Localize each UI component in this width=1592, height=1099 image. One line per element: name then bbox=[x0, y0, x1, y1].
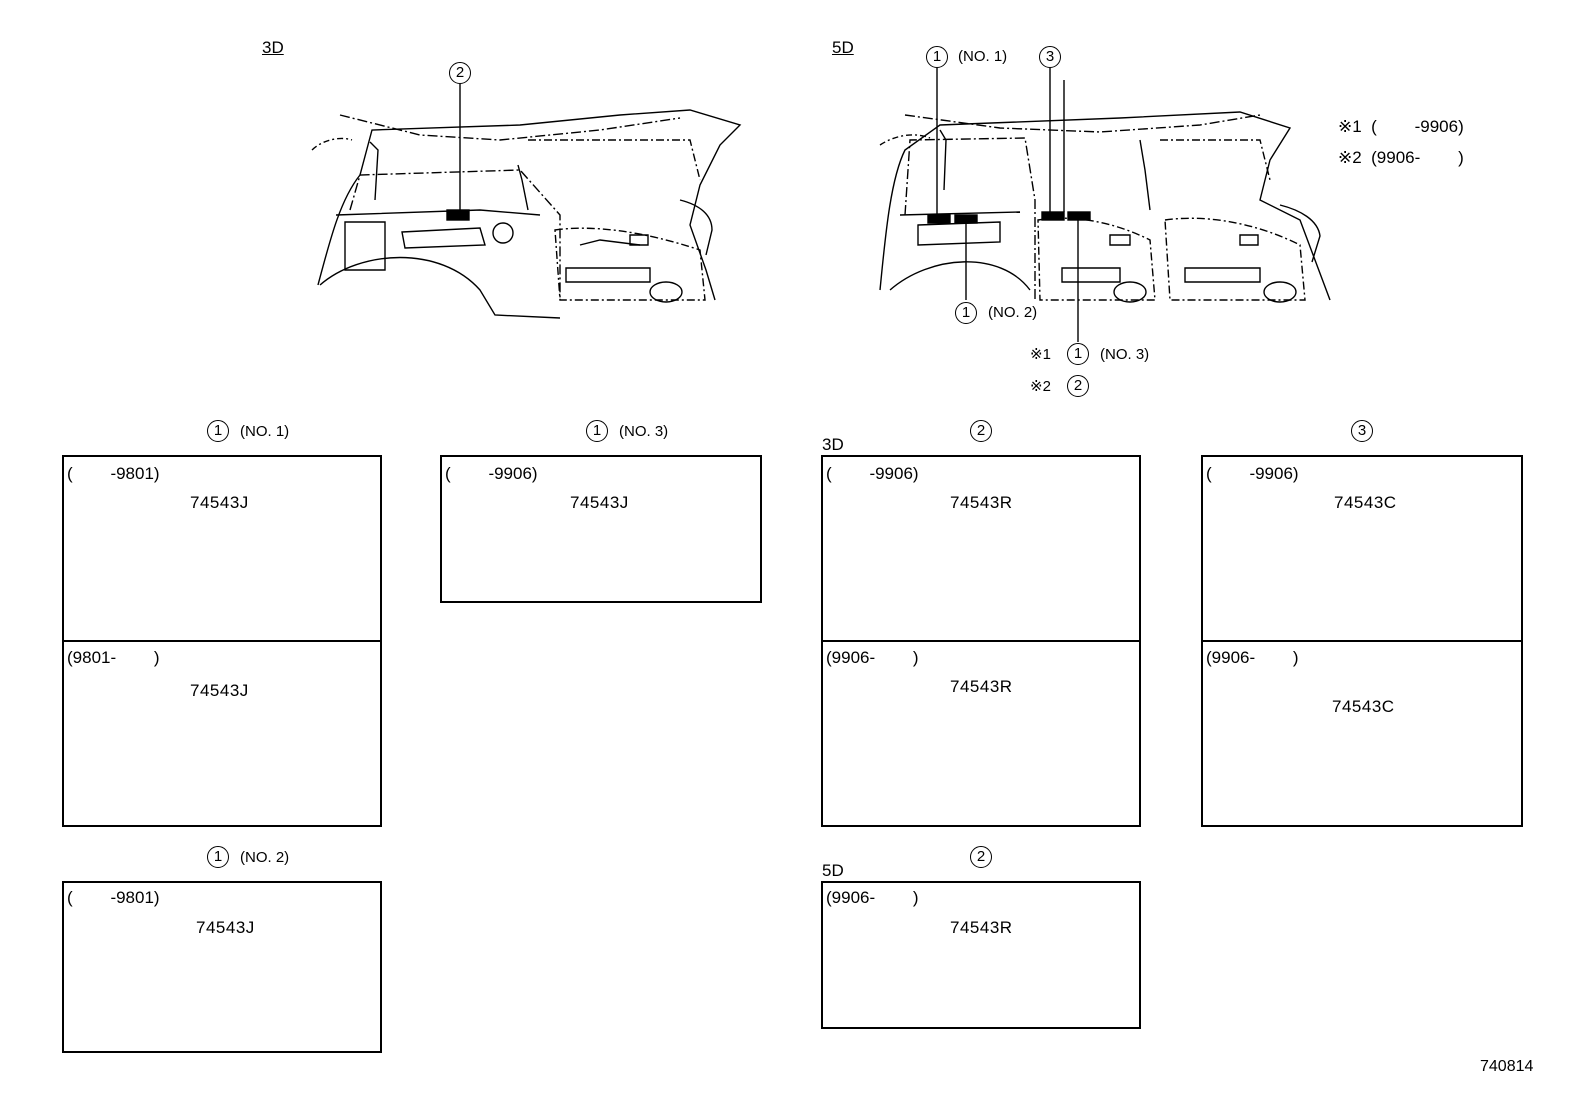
panel2-callout: 1 bbox=[207, 846, 229, 868]
panel6-top-date: ( -9906) bbox=[1206, 464, 1299, 483]
panel5-date: (9906- ) bbox=[826, 888, 919, 907]
callout-5d-1-no3: 1 bbox=[1067, 343, 1089, 365]
panel5-box bbox=[821, 881, 1141, 1029]
panel4-divider bbox=[823, 640, 1139, 642]
panel6-top-part-number: 74543C bbox=[1334, 493, 1397, 512]
panel2-box bbox=[62, 881, 382, 1053]
callout-5d-no2-label: (NO. 2) bbox=[988, 304, 1038, 321]
panel6-divider bbox=[1203, 640, 1521, 642]
panel1-bottom-part-number: 74543J bbox=[190, 681, 249, 700]
panel5-callout: 2 bbox=[970, 846, 992, 868]
callout-5d-1-no2: 1 bbox=[955, 302, 977, 324]
panel1-divider bbox=[64, 640, 380, 642]
callout-5d-3: 3 bbox=[1039, 46, 1061, 68]
panel2-date: ( -9801) bbox=[67, 888, 160, 907]
panel3-part-number: 74543J bbox=[570, 493, 629, 512]
panel2-title: (NO. 2) bbox=[240, 849, 290, 866]
panel4-door-label: 3D bbox=[822, 435, 844, 454]
header-5d: 5D bbox=[832, 38, 854, 57]
panel3-callout: 1 bbox=[586, 420, 608, 442]
panel6-callout: 3 bbox=[1351, 420, 1373, 442]
header-3d: 3D bbox=[262, 38, 284, 57]
callout-5d-1: 1 bbox=[926, 46, 948, 68]
panel3-box bbox=[440, 455, 762, 603]
callout-5d-star2: ※2 bbox=[1030, 378, 1051, 395]
callout-5d-2-star2: 2 bbox=[1067, 375, 1089, 397]
panel1-top-part-number: 74543J bbox=[190, 493, 249, 512]
panel1-box bbox=[62, 455, 382, 827]
panel5-door-label: 5D bbox=[822, 861, 844, 880]
panel1-callout: 1 bbox=[207, 420, 229, 442]
panel6-bottom-part-number: 74543C bbox=[1332, 697, 1395, 716]
panel4-box bbox=[821, 455, 1141, 827]
callout-5d-no3-label: (NO. 3) bbox=[1100, 346, 1150, 363]
panel2-part-number: 74543J bbox=[196, 918, 255, 937]
vehicle-5d-illustration bbox=[879, 111, 1331, 303]
panel5-part-number: 74543R bbox=[950, 918, 1013, 937]
callout-3d-2: 2 bbox=[449, 62, 471, 84]
panel4-callout: 2 bbox=[970, 420, 992, 442]
panel4-top-date: ( -9906) bbox=[826, 464, 919, 483]
panel4-bottom-part-number: 74543R bbox=[950, 677, 1013, 696]
note-star1-range: ※1 ( -9906) bbox=[1338, 117, 1464, 136]
panel4-bottom-date: (9906- ) bbox=[826, 648, 919, 667]
panel1-title: (NO. 1) bbox=[240, 423, 290, 440]
callout-5d-no1-label: (NO. 1) bbox=[958, 48, 1008, 65]
vehicle-3d-illustration bbox=[311, 109, 742, 319]
note-star2-range: ※2 (9906- ) bbox=[1338, 148, 1464, 167]
panel3-date: ( -9906) bbox=[445, 464, 538, 483]
panel4-top-part-number: 74543R bbox=[950, 493, 1013, 512]
panel3-title: (NO. 3) bbox=[619, 423, 669, 440]
panel6-box bbox=[1201, 455, 1523, 827]
panel1-bottom-date: (9801- ) bbox=[67, 648, 160, 667]
callout-5d-star1: ※1 bbox=[1030, 346, 1051, 363]
panel6-bottom-date: (9906- ) bbox=[1206, 648, 1299, 667]
panel1-top-date: ( -9801) bbox=[67, 464, 160, 483]
figure-id: 740814 bbox=[1480, 1058, 1534, 1075]
